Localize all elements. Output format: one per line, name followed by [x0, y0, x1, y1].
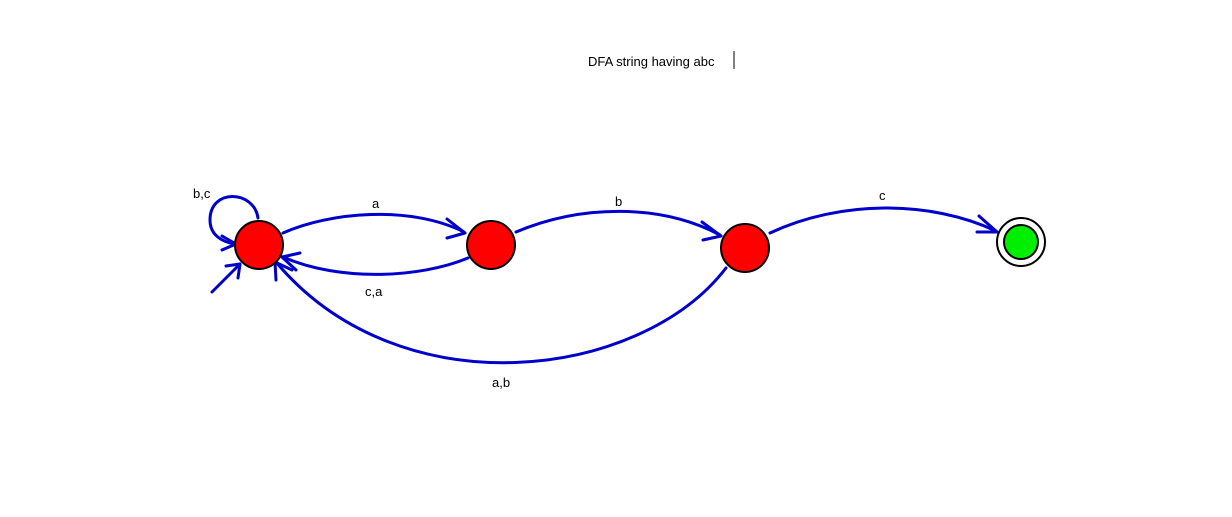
arrowhead-q1-q2 [700, 220, 723, 242]
arrowhead-q1-q0 [280, 251, 302, 272]
state-q3 [1003, 224, 1039, 260]
start-arrow [210, 262, 242, 294]
edge-q0-q1 [281, 212, 466, 235]
diagram-title: DFA string having abc [588, 54, 715, 69]
state-q0 [234, 220, 284, 270]
edge-q1-q0 [281, 255, 470, 276]
edge-q2-q0 [274, 260, 728, 365]
edge-q0-q0 [208, 195, 260, 246]
label-q1-q0: c,a [365, 284, 383, 299]
accept-ring-q3 [996, 217, 1046, 267]
state-q2 [720, 223, 770, 273]
edge-q1-q2 [514, 209, 722, 237]
label-q0-q0: b,c [193, 186, 211, 201]
transitions [208, 195, 999, 365]
label-q1-q2: b [615, 194, 622, 209]
edge-q2-q3 [768, 206, 998, 235]
edge-labels: b,c a c,a b c a,b [193, 186, 886, 390]
states [234, 217, 1046, 273]
state-q1 [466, 220, 516, 270]
label-q2-q0: a,b [492, 375, 510, 390]
arrowhead-q0-q1 [445, 217, 467, 240]
label-q0-q1: a [372, 196, 380, 211]
arrowhead-q2-q3 [975, 214, 999, 234]
label-q2-q3: c [879, 188, 886, 203]
start-arrowhead [224, 262, 242, 280]
